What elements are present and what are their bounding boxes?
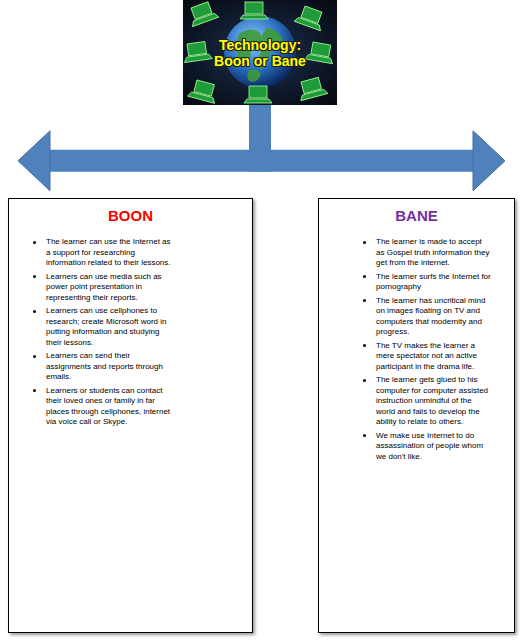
block-arrow bbox=[260, 105, 505, 191]
arrow-head bbox=[18, 131, 50, 191]
bullet-text: Learners or students can contact their l… bbox=[46, 386, 171, 428]
column-heading: BANE bbox=[319, 207, 514, 225]
arrow-shaft bbox=[260, 105, 473, 161]
image-banner: Technology: Boon or Bane bbox=[183, 0, 337, 105]
bullet-text: The learner has uncritical mind on image… bbox=[376, 296, 491, 338]
block-arrow bbox=[18, 105, 260, 191]
bullet-text: The learner can use the Internet as a su… bbox=[46, 237, 171, 269]
arrow-shaft bbox=[50, 105, 260, 161]
column-heading: BOON bbox=[9, 207, 252, 225]
bullet-text: We make use Internet to do assassination… bbox=[376, 431, 491, 463]
list-box: BANE The learner is made to accept as Gos… bbox=[318, 198, 515, 633]
banner-title: Technology: Boon or Bane bbox=[205, 37, 315, 69]
bullet-text: Learners can use cellphones to research;… bbox=[46, 306, 171, 348]
bullet-text: Learners can send their assignments and … bbox=[46, 351, 171, 383]
bullet-text: The learner gets glued to his computer f… bbox=[376, 375, 491, 428]
bullet-text: The TV makes the learner a mere spectato… bbox=[376, 341, 491, 373]
list-box: BOON The learner can use the Internet as … bbox=[8, 198, 253, 633]
bullet-text: The learner is made to accept as Gospel … bbox=[376, 237, 491, 269]
bullet-text: The learner surfs the Internet for porno… bbox=[376, 272, 491, 293]
arrow-head bbox=[473, 131, 505, 191]
bullet-text: Learners can use media such as power poi… bbox=[46, 272, 171, 304]
